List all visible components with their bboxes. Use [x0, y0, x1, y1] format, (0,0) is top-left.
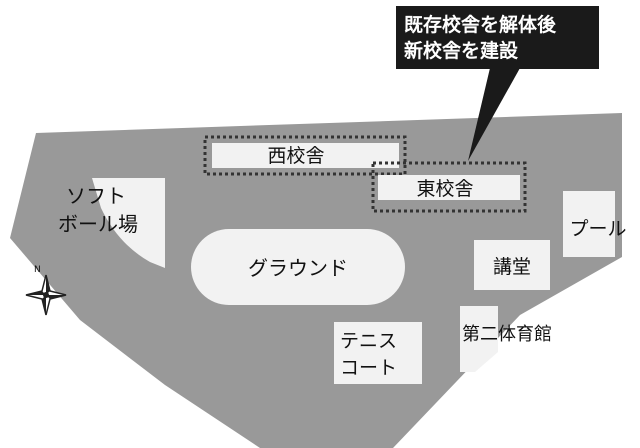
- callout-box: [396, 6, 599, 69]
- softball-label-line2: ボール場: [58, 212, 138, 236]
- second-gym: 第二体育館: [460, 306, 552, 372]
- east-building: 東校舎: [371, 161, 527, 213]
- ground-label: グラウンド: [248, 256, 348, 280]
- tennis-court: テニス コート: [334, 322, 422, 384]
- callout-line2: 新校舎を建設: [404, 39, 519, 62]
- auditorium: 講堂: [474, 240, 550, 290]
- ground-field: グラウンド: [191, 229, 405, 305]
- compass-icon: [25, 274, 67, 316]
- east-building-label: 東校舎: [416, 178, 473, 200]
- pool-label: プール: [569, 218, 626, 240]
- second-gym-label: 第二体育館: [462, 324, 552, 345]
- callout: 既存校舎を解体後 新校舎を建設: [396, 6, 599, 161]
- softball-field: ソフト ボール場: [58, 178, 165, 268]
- compass-north-label: N: [34, 265, 41, 275]
- softball-label-line1: ソフト: [66, 184, 126, 208]
- west-building: 西校舎: [203, 135, 407, 176]
- tennis-label-line1: テニス: [340, 330, 397, 352]
- callout-pointer: [468, 68, 520, 161]
- pool: プール: [563, 191, 627, 257]
- tennis-label-line2: コート: [340, 357, 397, 379]
- west-building-label: 西校舎: [267, 145, 324, 167]
- auditorium-label: 講堂: [493, 256, 531, 278]
- callout-line1: 既存校舎を解体後: [404, 13, 557, 36]
